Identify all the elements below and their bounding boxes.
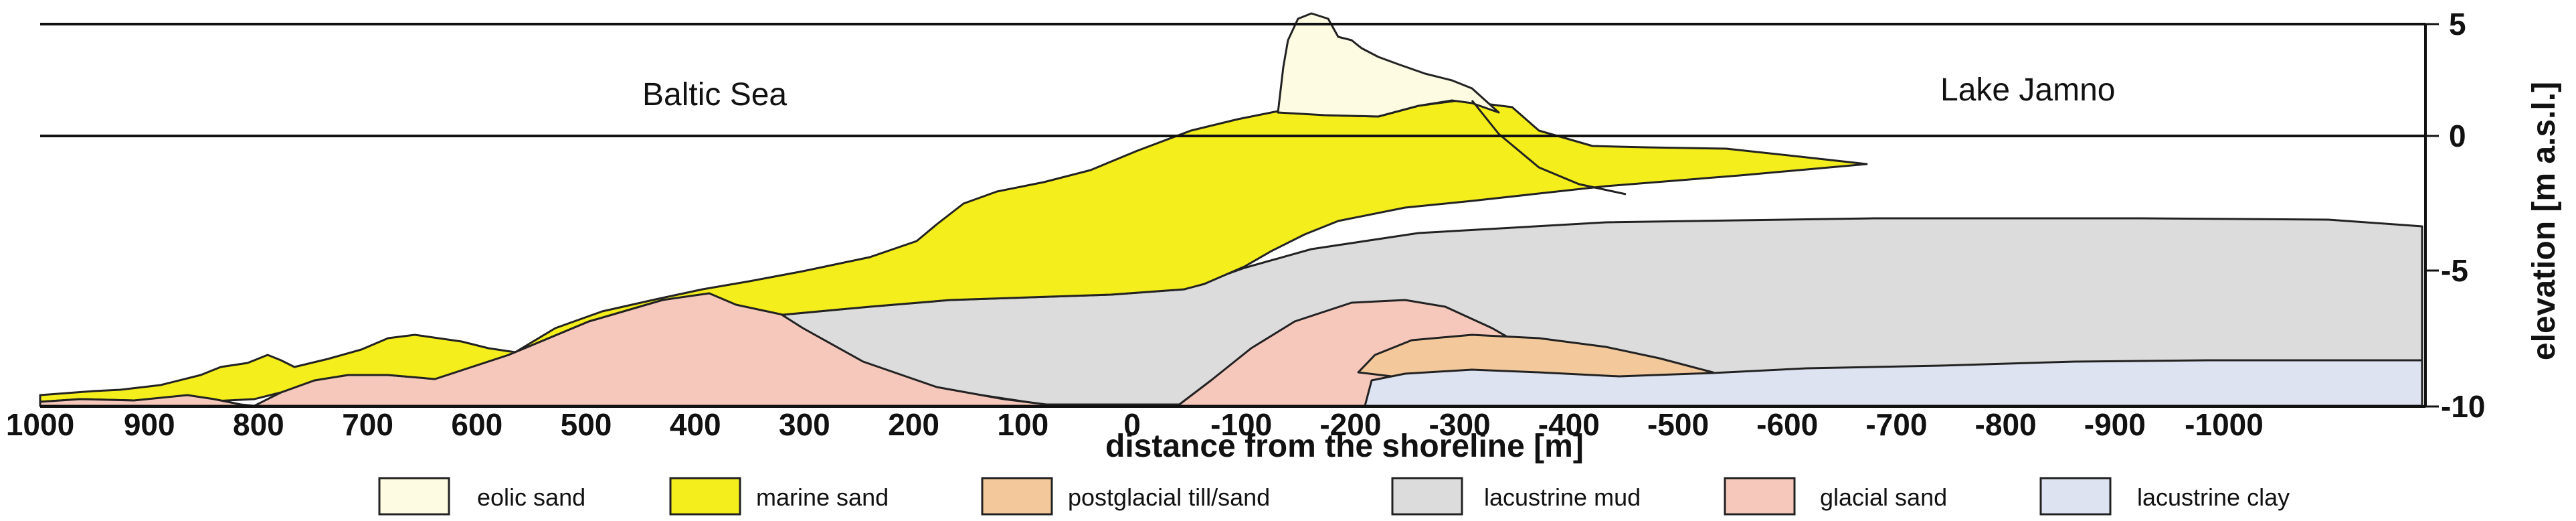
x-tick-label: -400 [1538,407,1600,442]
legend-label: marine sand [756,483,889,511]
legend-label: postglacial till/sand [1068,483,1270,511]
legend-swatch [981,477,1053,516]
legend-item-postglacial-till-sand: postglacial till/sand [981,477,1270,516]
x-tick-label: 0 [1123,407,1141,442]
x-tick-label: 600 [451,407,502,442]
layer-eolic-sand [1277,12,1500,118]
label-lake-jamno: Lake Jamno [1940,72,2116,108]
legend-swatch [378,477,450,516]
x-tick-label: -600 [1756,407,1818,442]
x-tick-label: -300 [1429,407,1491,442]
x-tick-label: 800 [233,407,284,442]
x-tick-label: 300 [779,407,830,442]
y-tick-label: -10 [2441,389,2485,424]
legend-item-lacustrine-clay: lacustrine clay [2039,477,2290,516]
y-tick-label: 5 [2449,7,2466,42]
legend: eolic sand marine sand postglacial till/… [378,477,2290,516]
elevation-axis: 5 0 -5 -10 elevation [m a.s.l.] [2424,7,2562,424]
legend-label: glacial sand [1820,483,1947,511]
x-tick-label: 100 [997,407,1048,442]
layer-lacustrine-clay [1364,359,2423,407]
x-tick-label: -800 [1975,407,2037,442]
x-tick-label: 400 [670,407,721,442]
x-tick-label: -900 [2084,407,2146,442]
x-tick-label: -1000 [2185,407,2264,442]
x-tick-label: -700 [1865,407,1927,442]
x-tick-label: 900 [124,407,175,442]
cross-section [39,12,2423,407]
legend-item-eolic-sand: eolic sand [378,477,585,516]
y-axis-title: elevation [m a.s.l.] [2526,82,2562,360]
legend-item-glacial-sand: glacial sand [1724,477,1947,516]
legend-label: eolic sand [477,483,585,511]
legend-item-lacustrine-mud: lacustrine mud [1391,477,1641,516]
label-baltic-sea: Baltic Sea [642,77,787,113]
boundary-line-dune [1471,100,1627,196]
legend-label: lacustrine mud [1484,483,1641,511]
legend-item-marine-sand: marine sand [669,477,889,516]
legend-swatch [2039,477,2112,516]
x-tick-label: -500 [1647,407,1709,442]
y-tick-label: 0 [2449,119,2466,153]
legend-label: lacustrine clay [2137,483,2290,511]
x-axis-title: distance from the shoreline [m] [1105,429,1584,464]
legend-swatch [669,477,741,516]
x-tick-label: 200 [888,407,939,442]
y-tick-label: -5 [2441,253,2468,288]
x-tick-label: 1000 [6,407,74,442]
x-tick-label: 700 [342,407,393,442]
x-tick-label: -200 [1319,407,1381,442]
legend-swatch [1391,477,1463,516]
x-tick-label: 500 [561,407,612,442]
legend-swatch [1724,477,1796,516]
x-tick-label: -100 [1210,407,1272,442]
